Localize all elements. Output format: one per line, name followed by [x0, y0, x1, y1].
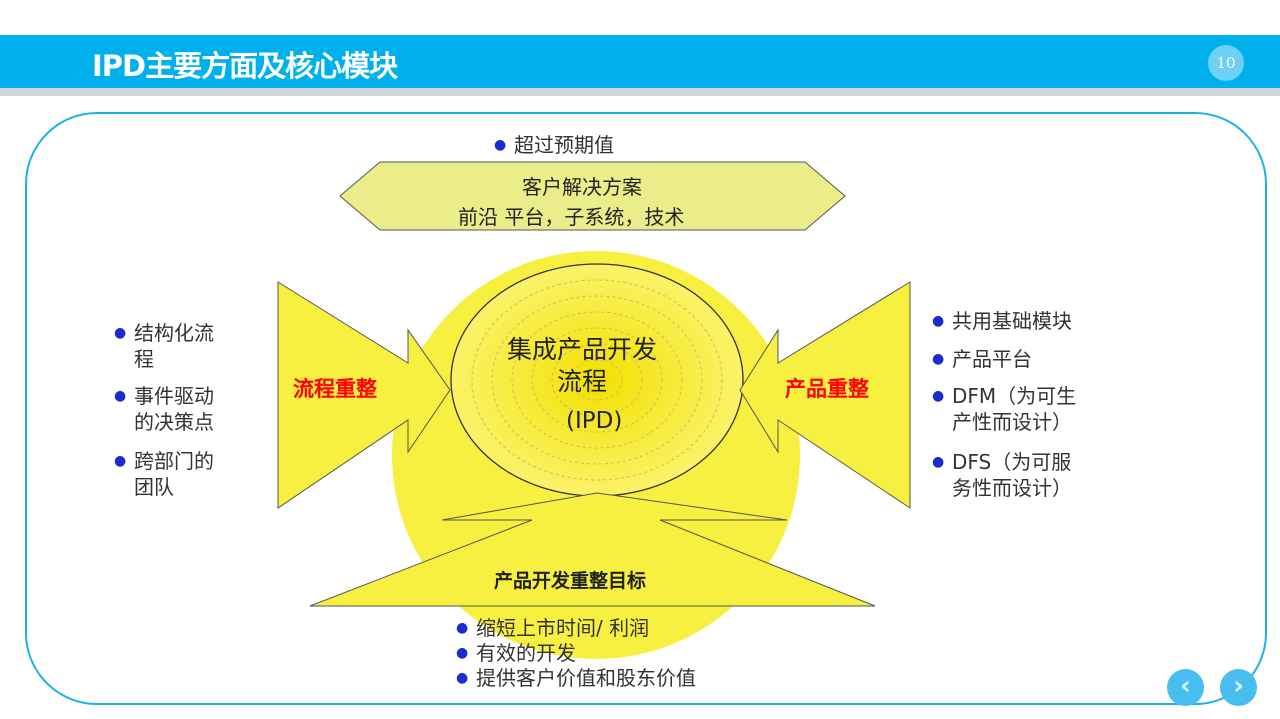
content-frame [25, 112, 1267, 705]
bullet-text: 结构化流 [134, 321, 214, 345]
list-item: ● 有效的开发 [456, 641, 576, 665]
top-box-line1: 客户解决方案 [522, 175, 642, 199]
center-line2: 流程 [557, 367, 608, 396]
bullet-text: 团队 [134, 475, 174, 499]
list-item: ● 事件驱动的决策点 [114, 383, 214, 435]
top-hexagon [339, 161, 846, 231]
bullet-text: 提供客户价值和股东价值 [476, 666, 696, 690]
list-item: ● DFS（为可服务性而设计） [932, 449, 1072, 501]
bullet-text: 缩短上市时间/ 利润 [476, 616, 650, 640]
title-bar: IPD主要方面及核心模块 10 [0, 35, 1280, 88]
bullet-text: 的决策点 [134, 410, 214, 434]
list-item: ● 缩短上市时间/ 利润 [456, 616, 650, 640]
bullet-icon: ● [114, 453, 127, 469]
chevron-right-icon: › [1233, 671, 1244, 701]
header-shadow [0, 88, 1280, 96]
center-line1: 集成产品开发 [507, 335, 658, 364]
list-item: ● 提供客户价值和股东价值 [456, 666, 696, 690]
top-bullet: ● 超过预期值 [494, 132, 614, 158]
bullet-text: 程 [134, 347, 154, 371]
bullet-text: 事件驱动 [134, 384, 214, 408]
bullet-text: 跨部门的 [134, 449, 214, 473]
bullet-icon: ● [114, 325, 127, 341]
chevron-left-icon: ‹ [1180, 671, 1191, 701]
list-item: ● 结构化流程 [114, 320, 214, 372]
bullet-text: DFM（为可生 [952, 384, 1077, 408]
bottom-arrow [309, 492, 876, 607]
bullet-text: 产性而设计） [952, 410, 1072, 434]
bullet-icon: ● [456, 670, 469, 686]
bullet-icon: ● [932, 313, 945, 329]
list-item: ● 产品平台 [932, 346, 1032, 372]
list-item: ● 跨部门的团队 [114, 448, 214, 500]
bullet-text: 超过预期值 [514, 133, 614, 157]
bullet-icon: ● [932, 388, 945, 404]
page-title: IPD主要方面及核心模块 [92, 49, 398, 83]
bullet-text: 务性而设计） [952, 476, 1072, 500]
page-number-badge: 10 [1208, 45, 1244, 81]
bullet-icon: ● [456, 620, 469, 636]
next-slide-button[interactable]: › [1220, 669, 1257, 706]
list-item: ● DFM（为可生产性而设计） [932, 383, 1077, 435]
bullet-text: 有效的开发 [476, 641, 576, 665]
top-box-line2: 前沿 平台，子系统，技术 [458, 205, 685, 229]
bullet-icon: ● [456, 645, 469, 661]
bottom-arrow-label: 产品开发重整目标 [494, 570, 647, 592]
bullet-icon: ● [932, 351, 945, 367]
bullet-text: 共用基础模块 [952, 309, 1072, 333]
right-arrow [739, 281, 911, 509]
left-arrow [277, 281, 451, 509]
bullet-text: 产品平台 [952, 347, 1032, 371]
bullet-icon: ● [494, 137, 507, 153]
bullet-text: DFS（为可服 [952, 450, 1072, 474]
concentric-rings [471, 279, 723, 481]
left-arrow-label: 流程重整 [293, 377, 377, 401]
bullet-icon: ● [932, 454, 945, 470]
center-line3: (IPD) [566, 408, 623, 434]
prev-slide-button[interactable]: ‹ [1167, 669, 1204, 706]
list-item: ● 共用基础模块 [932, 308, 1072, 334]
bullet-icon: ● [114, 388, 127, 404]
right-arrow-label: 产品重整 [785, 377, 869, 401]
